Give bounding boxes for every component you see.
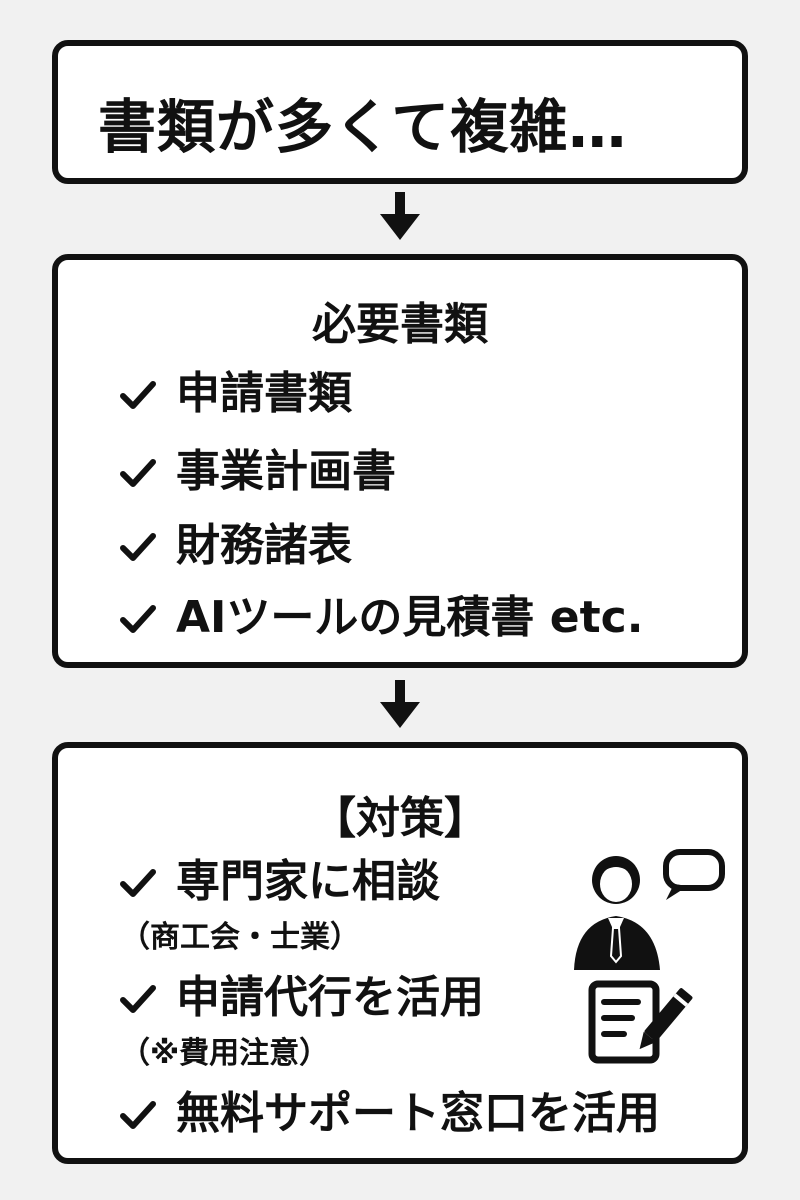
list-item-label: 事業計画書	[176, 446, 396, 497]
countermeasures-heading: 【対策】	[312, 793, 488, 844]
person-with-speech-bubble-icon	[574, 849, 725, 970]
countermeasures-box: 【対策】 専門家に相談 （商工会・士業） 申請代行を活用 （※費用注意） 無料サ…	[52, 742, 748, 1164]
check-icon	[120, 869, 156, 897]
document-pencil-icon	[588, 980, 693, 1064]
check-icon	[120, 605, 156, 633]
check-icon	[120, 381, 156, 409]
problem-title: 書類が多くて複雑…	[98, 93, 628, 161]
arrow-down-icon	[380, 192, 420, 240]
check-icon	[120, 533, 156, 561]
list-item-label: 申請代行を活用	[176, 972, 484, 1023]
list-item-label: AIツールの見積書 etc.	[176, 592, 644, 643]
list-item-label: 申請書類	[176, 368, 352, 419]
list-item-note: （商工会・士業）	[120, 920, 360, 955]
check-icon	[120, 1101, 156, 1129]
list-item-label: 無料サポート窓口を活用	[176, 1088, 660, 1139]
check-icon	[120, 459, 156, 487]
list-item-note: （※費用注意）	[120, 1036, 330, 1071]
required-documents-heading: 必要書類	[312, 299, 488, 350]
list-item-label: 財務諸表	[176, 520, 352, 571]
list-item-label: 専門家に相談	[176, 856, 440, 907]
arrow-down-icon	[380, 680, 420, 728]
check-icon	[120, 985, 156, 1013]
required-documents-box: 必要書類 申請書類 事業計画書 財務諸表 AIツールの見積書 etc.	[52, 254, 748, 668]
problem-box: 書類が多くて複雑…	[52, 40, 748, 184]
